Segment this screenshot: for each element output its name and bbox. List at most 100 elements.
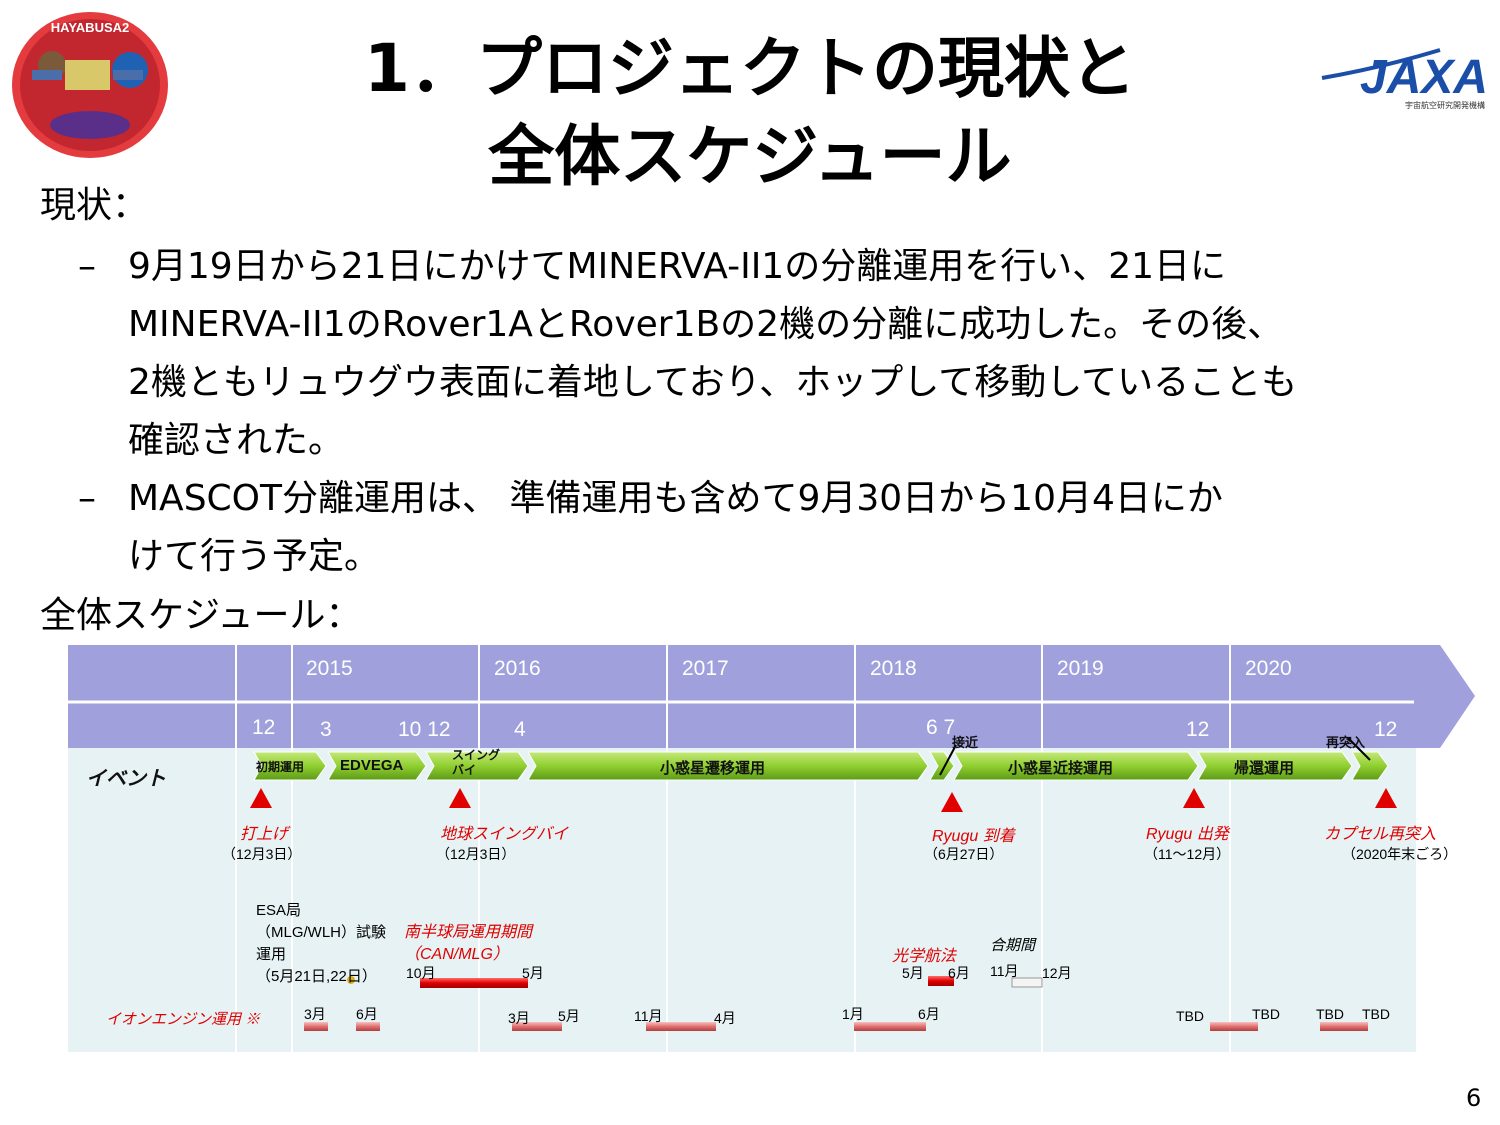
- ion-engine-bar: [356, 1022, 380, 1031]
- bullet-line: MASCOT分離運用は、 準備運用も含めて9月30日から10月4日にか: [128, 478, 1223, 519]
- milestone-date: （11～12月）: [1144, 846, 1231, 862]
- year-label: 2015: [306, 657, 353, 680]
- southern-end: 5月: [522, 965, 544, 981]
- esa-test-dot: [347, 976, 355, 984]
- year-label: 2020: [1245, 657, 1292, 680]
- year-label: 2019: [1057, 657, 1104, 680]
- ion-mark: 4月: [714, 1010, 736, 1026]
- milestone-date: （12月3日）: [436, 846, 516, 862]
- bullet-dash: –: [78, 246, 96, 287]
- bullet-line: 9月19日から21日にかけてMINERVA-II1の分離運用を行い、21日に: [128, 246, 1227, 287]
- bullet-line: けて行う予定。: [128, 536, 381, 577]
- southern-station-bar: [420, 978, 528, 988]
- phase-bar-return: [1197, 751, 1353, 781]
- ion-mark: 3月: [508, 1010, 530, 1026]
- phase-bar-reentry: [1351, 751, 1389, 781]
- bullet-line: 確認された。: [128, 420, 345, 461]
- phase-label: 小惑星遷移運用: [660, 760, 766, 777]
- conjunction-end: 12月: [1042, 965, 1072, 981]
- optical-nav-label: 光学航法: [892, 948, 957, 965]
- phase-bar-swingby: [425, 751, 529, 781]
- conjunction-label: 合期間: [990, 937, 1036, 954]
- bullet-dash: –: [78, 478, 96, 519]
- milestone-name: Ryugu 到着: [932, 828, 1015, 845]
- milestone-name: 打上げ: [240, 826, 289, 843]
- svg-text:JAXA: JAXA: [1360, 51, 1485, 104]
- year-label: 2018: [870, 657, 917, 680]
- ion-mark: TBD: [1362, 1006, 1390, 1022]
- year-label: 2016: [494, 657, 541, 680]
- milestone-triangle: [941, 792, 963, 812]
- milestone-triangle: [1183, 788, 1205, 808]
- milestone-triangle: [449, 788, 471, 808]
- ion-engine-bar: [854, 1022, 926, 1031]
- month-label: 6 7: [926, 716, 956, 739]
- status-bullet-1: – 9月19日から21日にかけてMINERVA-II1の分離運用を行い、21日に…: [78, 245, 1458, 465]
- schedule-heading: 全体スケジュール：: [40, 595, 362, 636]
- month-label: 3: [320, 718, 332, 741]
- svg-text:宇宙航空研究開発機構: 宇宙航空研究開発機構: [1405, 100, 1485, 110]
- ion-mark: TBD: [1252, 1006, 1280, 1022]
- optical-start: 5月: [902, 965, 924, 981]
- phase-bar-proximity: [953, 751, 1199, 781]
- month-label: 12: [1374, 718, 1398, 741]
- ion-mark: 1月: [842, 1006, 864, 1022]
- optical-end: 6月: [948, 965, 970, 981]
- ion-engine-bar: [512, 1022, 562, 1031]
- ion-engine-bar: [1210, 1022, 1258, 1031]
- phase-bar-edvega: [327, 751, 427, 781]
- southern-station-label: 南半球局運用期間 （CAN/MLG）: [404, 924, 533, 963]
- ion-mark: 3月: [304, 1006, 326, 1022]
- ion-mark: 5月: [558, 1008, 580, 1024]
- phase-label: 初期運用: [256, 760, 305, 774]
- jaxa-logo: JAXA 宇宙航空研究開発機構: [1320, 38, 1488, 128]
- milestone-name: Ryugu 出発: [1146, 826, 1229, 843]
- phase-label: 小惑星近接運用: [1008, 760, 1114, 777]
- phase-bar-transfer: [527, 751, 929, 781]
- milestone-name: カプセル再突入: [1324, 826, 1437, 843]
- month-label: 4: [514, 718, 526, 741]
- ion-mark: 6月: [356, 1006, 378, 1022]
- southern-start: 10月: [406, 965, 436, 981]
- conjunction-bar: [1011, 977, 1043, 988]
- event-row-label: イベント: [86, 768, 166, 790]
- milestone-date: （2020年末ごろ）: [1342, 846, 1458, 862]
- phase-label: スイング バイ: [452, 748, 501, 777]
- grid-background: [68, 748, 1416, 1052]
- milestone-name: 地球スイングバイ: [440, 826, 569, 843]
- bullet-line: MINERVA-II1のRover1AとRover1Bの2機の分離に成功した。そ…: [128, 304, 1284, 345]
- phase-bar-initial: [253, 751, 327, 781]
- month-label: 12: [252, 716, 276, 739]
- phase-bar-approach: [929, 751, 955, 781]
- year-label: 2017: [682, 657, 729, 680]
- status-bullet-2: – MASCOT分離運用は、 準備運用も含めて9月30日から10月4日にか けて…: [78, 477, 1458, 597]
- esa-test-label: ESA局 （MLG/WLH）試験 運用 （5月21日,22日）: [256, 902, 387, 985]
- bullet-line: 2機ともリュウグウ表面に着地しており、ホップして移動していることも: [128, 362, 1298, 403]
- ion-mark: 6月: [918, 1006, 940, 1022]
- phase-label: 帰還運用: [1234, 760, 1295, 777]
- milestone-date: （12月3日）: [222, 846, 302, 862]
- ion-engine-bar: [1320, 1022, 1368, 1031]
- milestone-date: （6月27日）: [924, 846, 1004, 862]
- phase-label: EDVEGA: [340, 757, 404, 774]
- svg-text:HAYABUSA2: HAYABUSA2: [51, 20, 130, 35]
- ion-mark: TBD: [1316, 1006, 1344, 1022]
- header-band: [68, 645, 1475, 748]
- hayabusa2-logo: HAYABUSA2: [10, 10, 170, 160]
- ion-engine-bar: [304, 1022, 328, 1031]
- status-heading: 現状：: [40, 185, 149, 226]
- ion-engine-bar: [646, 1022, 716, 1031]
- slide-title-line2: 全体スケジュール: [488, 118, 1012, 195]
- month-label: 12: [1186, 718, 1210, 741]
- ion-mark: 11月: [634, 1008, 663, 1024]
- phase-note: 再突入: [1326, 735, 1366, 750]
- phase-note: 接近: [952, 735, 979, 750]
- optical-nav-bar: [928, 976, 954, 986]
- month-label: 10 12: [398, 718, 451, 741]
- conjunction-start: 11月: [990, 963, 1019, 979]
- slide-title-line1: 1．プロジェクトの現状と: [364, 30, 1136, 107]
- ion-engine-label: イオンエンジン運用 ※: [106, 1011, 261, 1028]
- milestone-triangle: [1375, 788, 1397, 808]
- ion-mark: TBD: [1176, 1008, 1204, 1024]
- milestone-triangle: [250, 788, 272, 808]
